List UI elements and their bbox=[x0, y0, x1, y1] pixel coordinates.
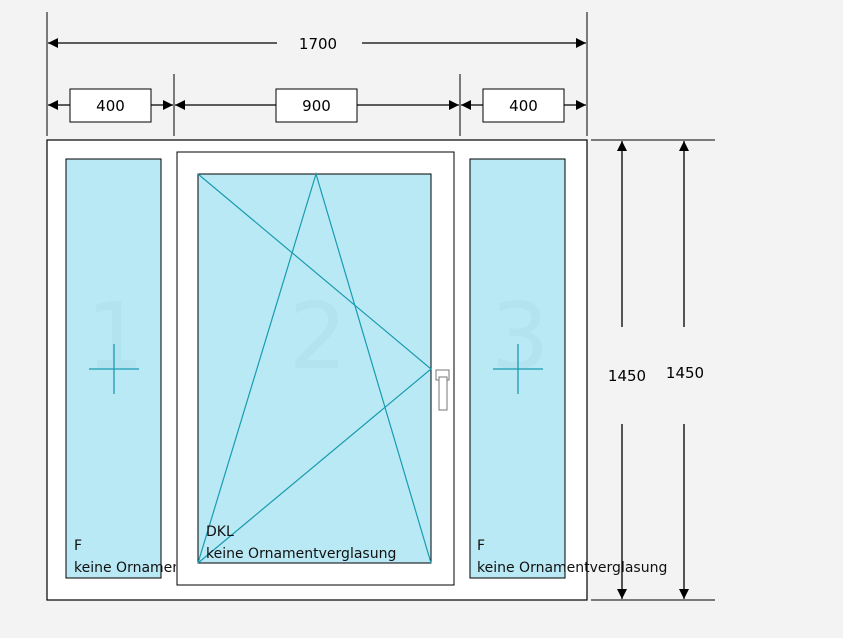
pane-glazing-label: keine Ornamentverglasung bbox=[477, 560, 667, 576]
pane-glazing-label: keine Ornamentverglasung bbox=[206, 546, 396, 562]
dimension-left-width: 400 bbox=[48, 88, 173, 123]
pane-3: 3 bbox=[469, 158, 566, 579]
pane-type-label: F bbox=[74, 538, 82, 554]
dimension-label: 1700 bbox=[299, 35, 337, 53]
pane-number: 2 bbox=[289, 283, 348, 390]
pane-labels: F keine Ornamentverglasung DKL keine Orn… bbox=[74, 524, 667, 576]
dimension-label: 400 bbox=[96, 97, 125, 115]
pane-type-label: DKL bbox=[206, 524, 234, 540]
right-dimension-extensions bbox=[591, 139, 715, 601]
dimension-box bbox=[69, 88, 152, 123]
dimension-label: 900 bbox=[302, 97, 331, 115]
pane-number: 1 bbox=[86, 283, 145, 390]
dimension-box bbox=[482, 88, 565, 123]
top-dimensions bbox=[46, 12, 588, 136]
pane-number: 3 bbox=[491, 283, 550, 390]
pane-1: 1 bbox=[65, 158, 162, 579]
dimension-height-outer: 1450 bbox=[666, 141, 704, 599]
dimension-box bbox=[275, 88, 358, 123]
window-handle-icon bbox=[435, 369, 450, 411]
pane-glazing-label: keine Ornamentverglasung bbox=[74, 560, 264, 576]
dimension-label: 1450 bbox=[666, 364, 704, 382]
plus-icon bbox=[89, 344, 139, 394]
dimension-label: 400 bbox=[509, 97, 538, 115]
opening-lines bbox=[197, 171, 432, 564]
dimension-right-width: 400 bbox=[461, 88, 586, 123]
plus-icon bbox=[493, 344, 543, 394]
dimension-height-inner: 1450 bbox=[608, 141, 646, 599]
dimension-center-width: 900 bbox=[175, 88, 459, 123]
pane-2: 2 bbox=[176, 151, 455, 586]
dimension-total-width: 1700 bbox=[48, 35, 586, 53]
glass-pane bbox=[197, 173, 432, 564]
pane-type-label: F bbox=[477, 538, 485, 554]
dimension-label: 1450 bbox=[608, 367, 646, 385]
